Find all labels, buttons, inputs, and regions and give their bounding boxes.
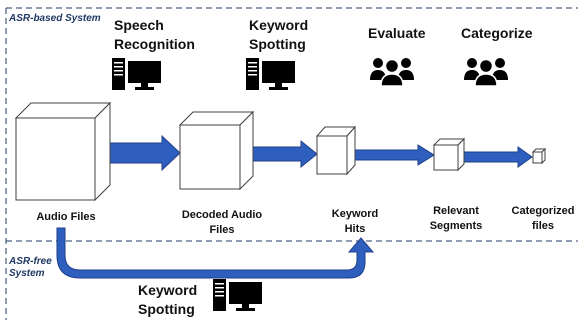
categorized-files-label-line1: Categorized <box>512 205 575 217</box>
decoded-audio-files-cube <box>178 110 255 191</box>
categorized-files-label-line2: files <box>532 220 554 232</box>
categorized-files-cube <box>531 147 547 165</box>
asr-free-label-line1: ASR-free <box>8 256 52 267</box>
computer-icon <box>246 58 295 90</box>
speech-recognition-title-line1: Speech <box>114 17 164 33</box>
asr-free-bypass-arrow <box>56 227 375 279</box>
arrow-audio-to-decoded <box>109 134 181 172</box>
arrow-decoded-to-hits <box>252 139 318 169</box>
categorize-title: Categorize <box>461 25 533 41</box>
decoded-audio-files-label-line2: Files <box>209 224 234 236</box>
evaluate-title: Evaluate <box>368 25 426 41</box>
audio-files-label: Audio Files <box>36 211 95 223</box>
computer-icon <box>112 58 161 90</box>
speech-recognition-title-line2: Recognition <box>114 36 195 52</box>
people-group-icon <box>370 58 414 87</box>
keyword-spotting-title-line1: Keyword <box>249 17 308 33</box>
asr-based-label: ASR-based System <box>8 13 101 24</box>
keyword-spotting-bottom-line1: Keyword <box>138 282 197 298</box>
people-group-icon <box>464 58 508 87</box>
keyword-spotting-title-line2: Spotting <box>249 36 306 52</box>
relevant-segments-label-line1: Relevant <box>433 205 479 217</box>
audio-files-cube <box>14 101 112 202</box>
decoded-audio-files-label-line1: Decoded Audio <box>182 209 263 221</box>
keyword-hits-label-line2: Hits <box>345 223 366 235</box>
keyword-hits-cube <box>315 125 357 176</box>
arrow-segments-to-categorized <box>462 146 533 168</box>
arrow-hits-to-segments <box>354 144 435 166</box>
keyword-spotting-bottom-line2: Spotting <box>138 301 195 317</box>
asr-free-label-line2: System <box>9 268 45 279</box>
relevant-segments-cube <box>432 137 466 172</box>
relevant-segments-label-line2: Segments <box>430 220 483 232</box>
keyword-hits-label-line1: Keyword <box>332 208 378 220</box>
computer-icon <box>213 279 262 311</box>
